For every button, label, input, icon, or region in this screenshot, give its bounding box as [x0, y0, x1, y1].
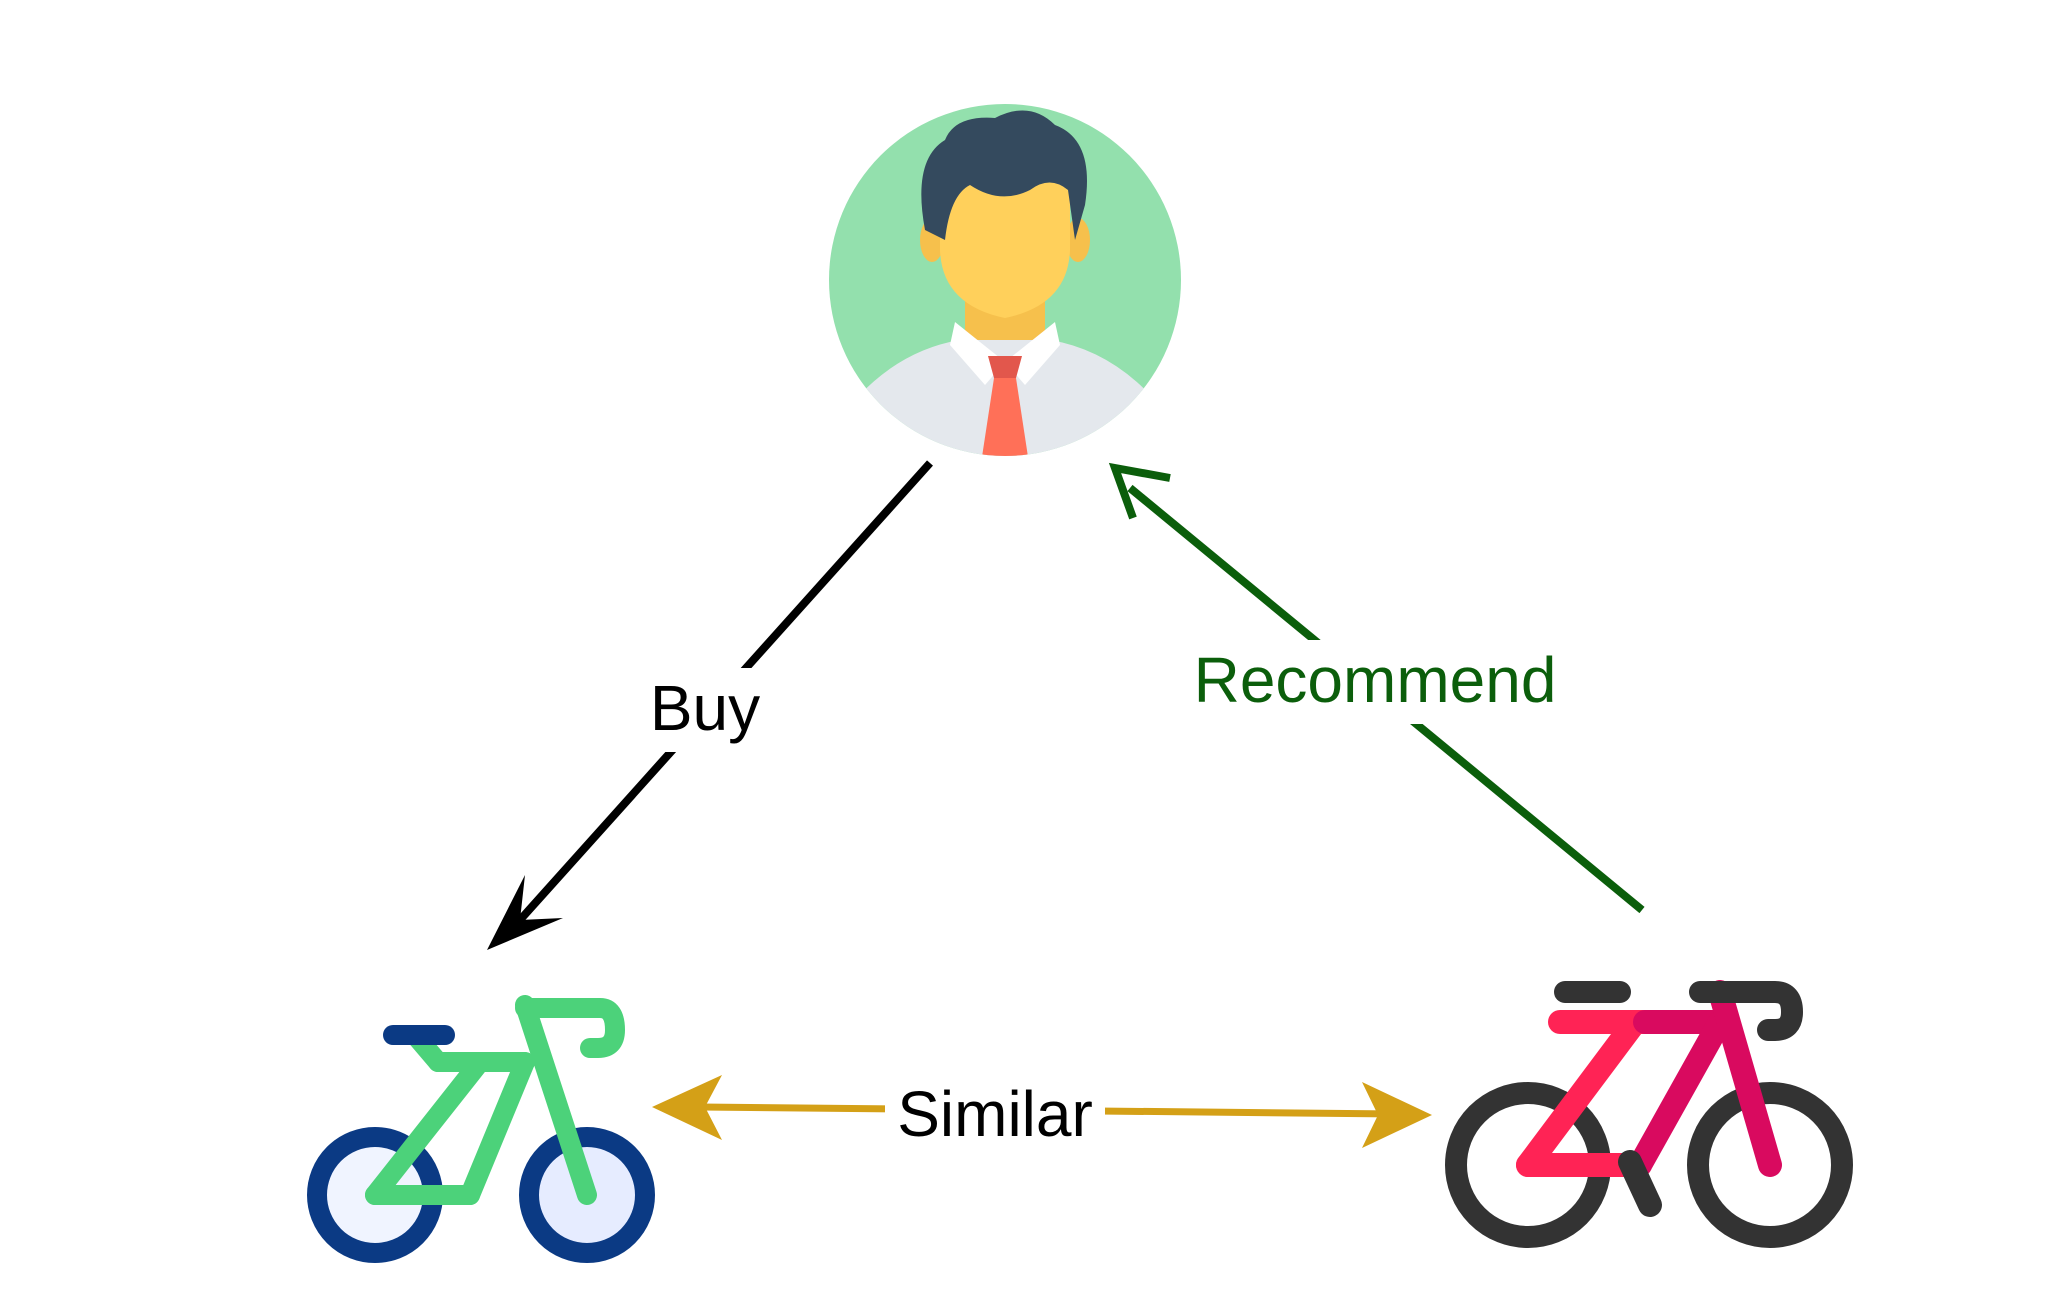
user-avatar-icon	[829, 104, 1181, 456]
buy-arrowhead	[487, 875, 563, 950]
similar-label: Similar	[897, 1078, 1093, 1150]
red-bicycle-icon	[1445, 980, 1853, 1248]
recommend-label: Recommend	[1194, 644, 1557, 716]
green-bicycle-icon	[307, 995, 655, 1263]
buy-label: Buy	[650, 672, 760, 744]
similar-arrowhead-left	[652, 1075, 722, 1140]
similar-arrowhead-right	[1362, 1082, 1432, 1148]
similar-edge: Similar	[652, 1075, 1432, 1158]
recommend-edge: Recommend	[1108, 462, 1645, 914]
buy-edge: Buy	[487, 460, 933, 950]
recommend-arrowhead	[1108, 462, 1171, 520]
